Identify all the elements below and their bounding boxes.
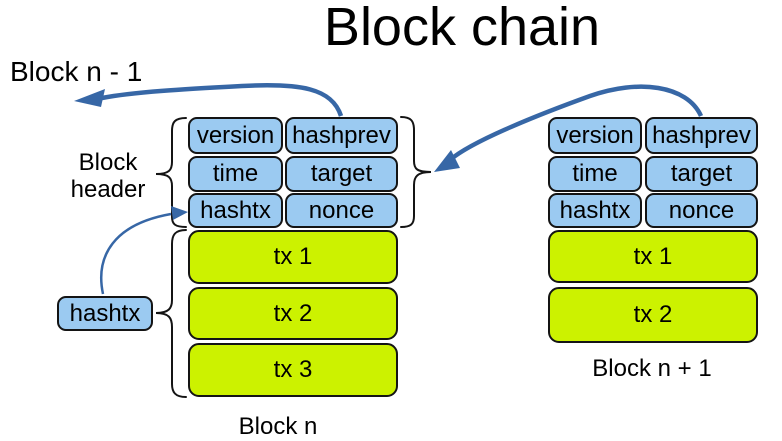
block-n-cell-hashprev: hashprev: [285, 117, 398, 154]
label-block-n-minus-1: Block n - 1: [10, 56, 143, 87]
arrow-hashtx-box-to-hashtx-cell: [100, 212, 172, 295]
label-block-header-line2: header: [70, 176, 146, 203]
brace-tx-group: [155, 229, 187, 398]
hashtx-box: hashtx: [57, 296, 153, 331]
block-n1-cell-time: time: [548, 156, 642, 192]
block-n1-cell-version: version: [548, 117, 642, 154]
block-n-tx-2: tx 2: [188, 287, 398, 340]
arrowhead-to-hashtx-cell: [171, 206, 188, 220]
brace-block-header-right: [400, 116, 432, 228]
block-n-tx-1: tx 1: [188, 230, 398, 284]
block-n1-tx-1: tx 1: [548, 230, 758, 283]
block-n1-cell-nonce: nonce: [645, 193, 758, 228]
block-n1-cell-hashprev: hashprev: [645, 117, 758, 154]
diagram-title: Block chain: [323, 0, 601, 57]
block-n-cell-hashtx: hashtx: [188, 193, 283, 228]
block-n1-cell-target: target: [645, 156, 758, 192]
label-block-n: Block n: [238, 413, 318, 440]
label-block-header: Block header: [58, 149, 158, 203]
block-n-cell-time: time: [188, 156, 283, 192]
arrowhead-to-block-n-header: [434, 150, 460, 172]
label-block-n-plus-1: Block n + 1: [592, 355, 712, 382]
block-n1-tx-2: tx 2: [548, 287, 758, 343]
block-n1-cell-hashtx: hashtx: [548, 193, 642, 228]
arrowhead-to-block-n-1: [74, 89, 105, 107]
arrow-hashprev-to-block-n-1: [101, 82, 344, 117]
brace-block-header-left: [155, 117, 187, 228]
block-n-cell-nonce: nonce: [285, 193, 398, 228]
label-block-header-line1: Block: [78, 149, 138, 176]
block-n-cell-target: target: [285, 156, 398, 192]
block-n-tx-3: tx 3: [188, 343, 398, 397]
block-n-cell-version: version: [188, 117, 283, 154]
